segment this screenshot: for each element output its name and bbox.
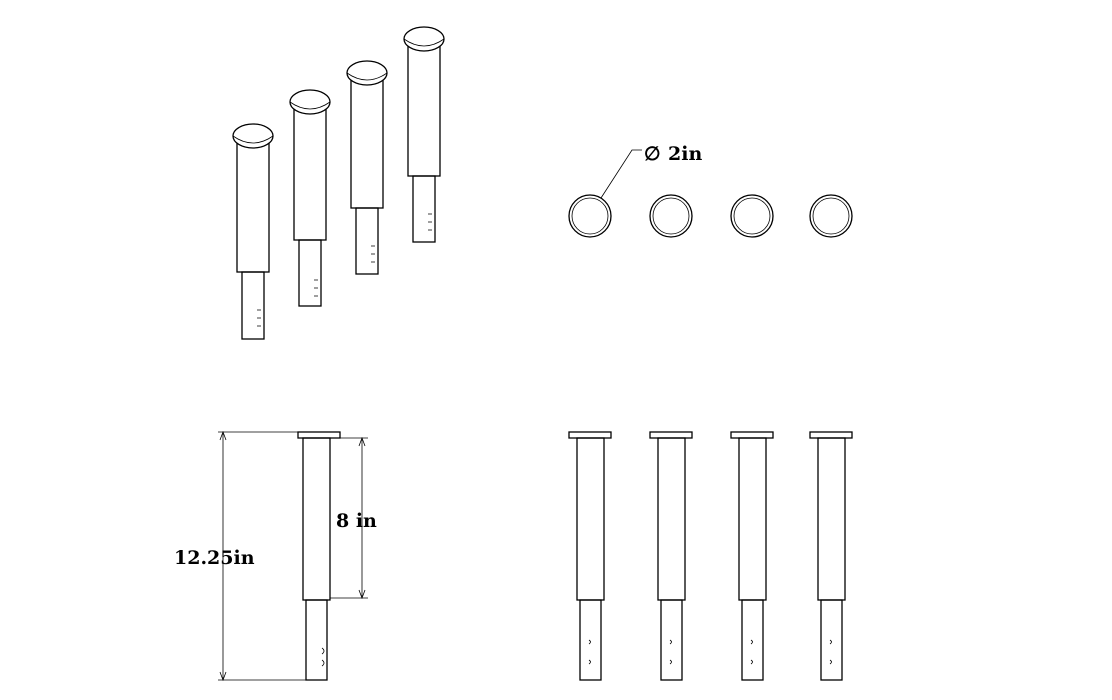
diameter-label: 2in [668,143,702,165]
isometric-view [232,26,445,340]
iso-leg [232,123,274,340]
front-leg [649,431,693,681]
top-circle [809,194,853,238]
front-leg [730,431,774,681]
front-view-dimensioned: 12.25in 8 in [174,430,377,682]
front-leg [568,431,612,681]
top-circle [649,194,693,238]
front-view [568,431,853,681]
overall-length-label: 12.25in [174,547,255,569]
diameter-symbol: ∅ [644,143,661,165]
top-circle [568,194,612,238]
iso-leg [403,26,445,243]
upper-length-label: 8 in [336,510,377,532]
top-view: ∅ 2in [568,143,853,238]
front-leg [809,431,853,681]
top-circle [730,194,774,238]
iso-leg [289,89,331,307]
iso-leg [346,60,388,275]
diameter-leader [600,149,642,199]
